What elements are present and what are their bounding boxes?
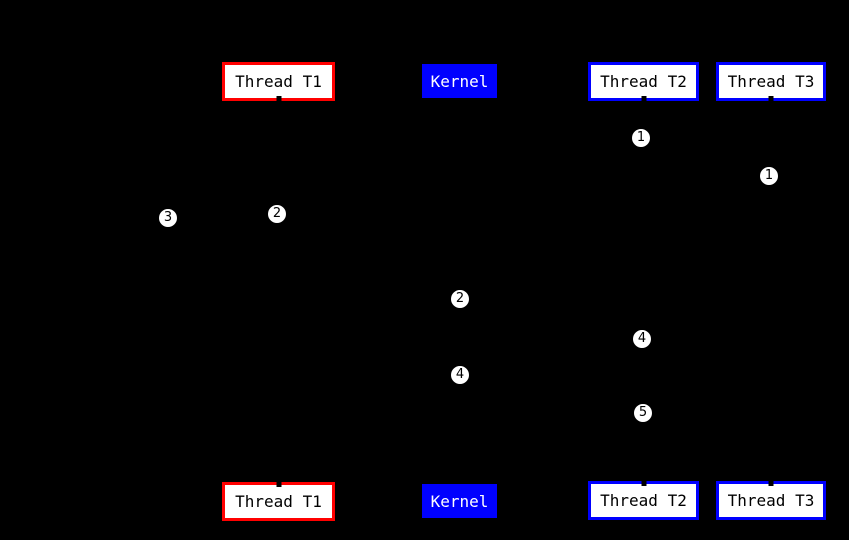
step-marker-2: 2 [450,289,470,309]
actor-box-thread-t1-top: Thread T1 [222,62,335,102]
step-marker-3: 3 [158,208,178,228]
actor-label-kernel: Kernel [430,491,489,511]
step-marker-2: 2 [267,204,287,224]
actor-box-kernel-top: Kernel [422,64,497,98]
lifeline-notch [768,96,774,102]
lifeline-notch [641,480,646,486]
lifeline-notch [641,96,646,102]
actor-box-thread-t2-bottom: Thread T2 [588,480,699,520]
actor-label-thread-t2: Thread T2 [600,72,687,91]
lifeline-notch [276,481,281,487]
lifeline-notch [768,480,774,486]
actor-box-thread-t3-top: Thread T3 [716,62,826,102]
actor-label-thread-t3: Thread T3 [727,72,815,91]
step-marker-4: 4 [632,329,652,349]
step-marker-1: 1 [759,166,779,186]
step-marker-5: 5 [633,403,653,423]
actor-box-thread-t2-top: Thread T2 [588,62,699,102]
actor-label-thread-t3: Thread T3 [727,491,815,510]
actor-label-thread-t1: Thread T1 [235,492,322,511]
actor-box-thread-t3-bottom: Thread T3 [716,480,826,520]
actor-label-thread-t2: Thread T2 [600,491,687,510]
step-marker-4: 4 [450,365,470,385]
actor-label-kernel: Kernel [430,71,489,91]
step-marker-1: 1 [631,128,651,148]
lifeline-notch [276,96,281,102]
actor-label-thread-t1: Thread T1 [235,72,322,91]
actor-box-kernel-bottom: Kernel [422,484,497,518]
actor-box-thread-t1-bottom: Thread T1 [222,481,335,521]
